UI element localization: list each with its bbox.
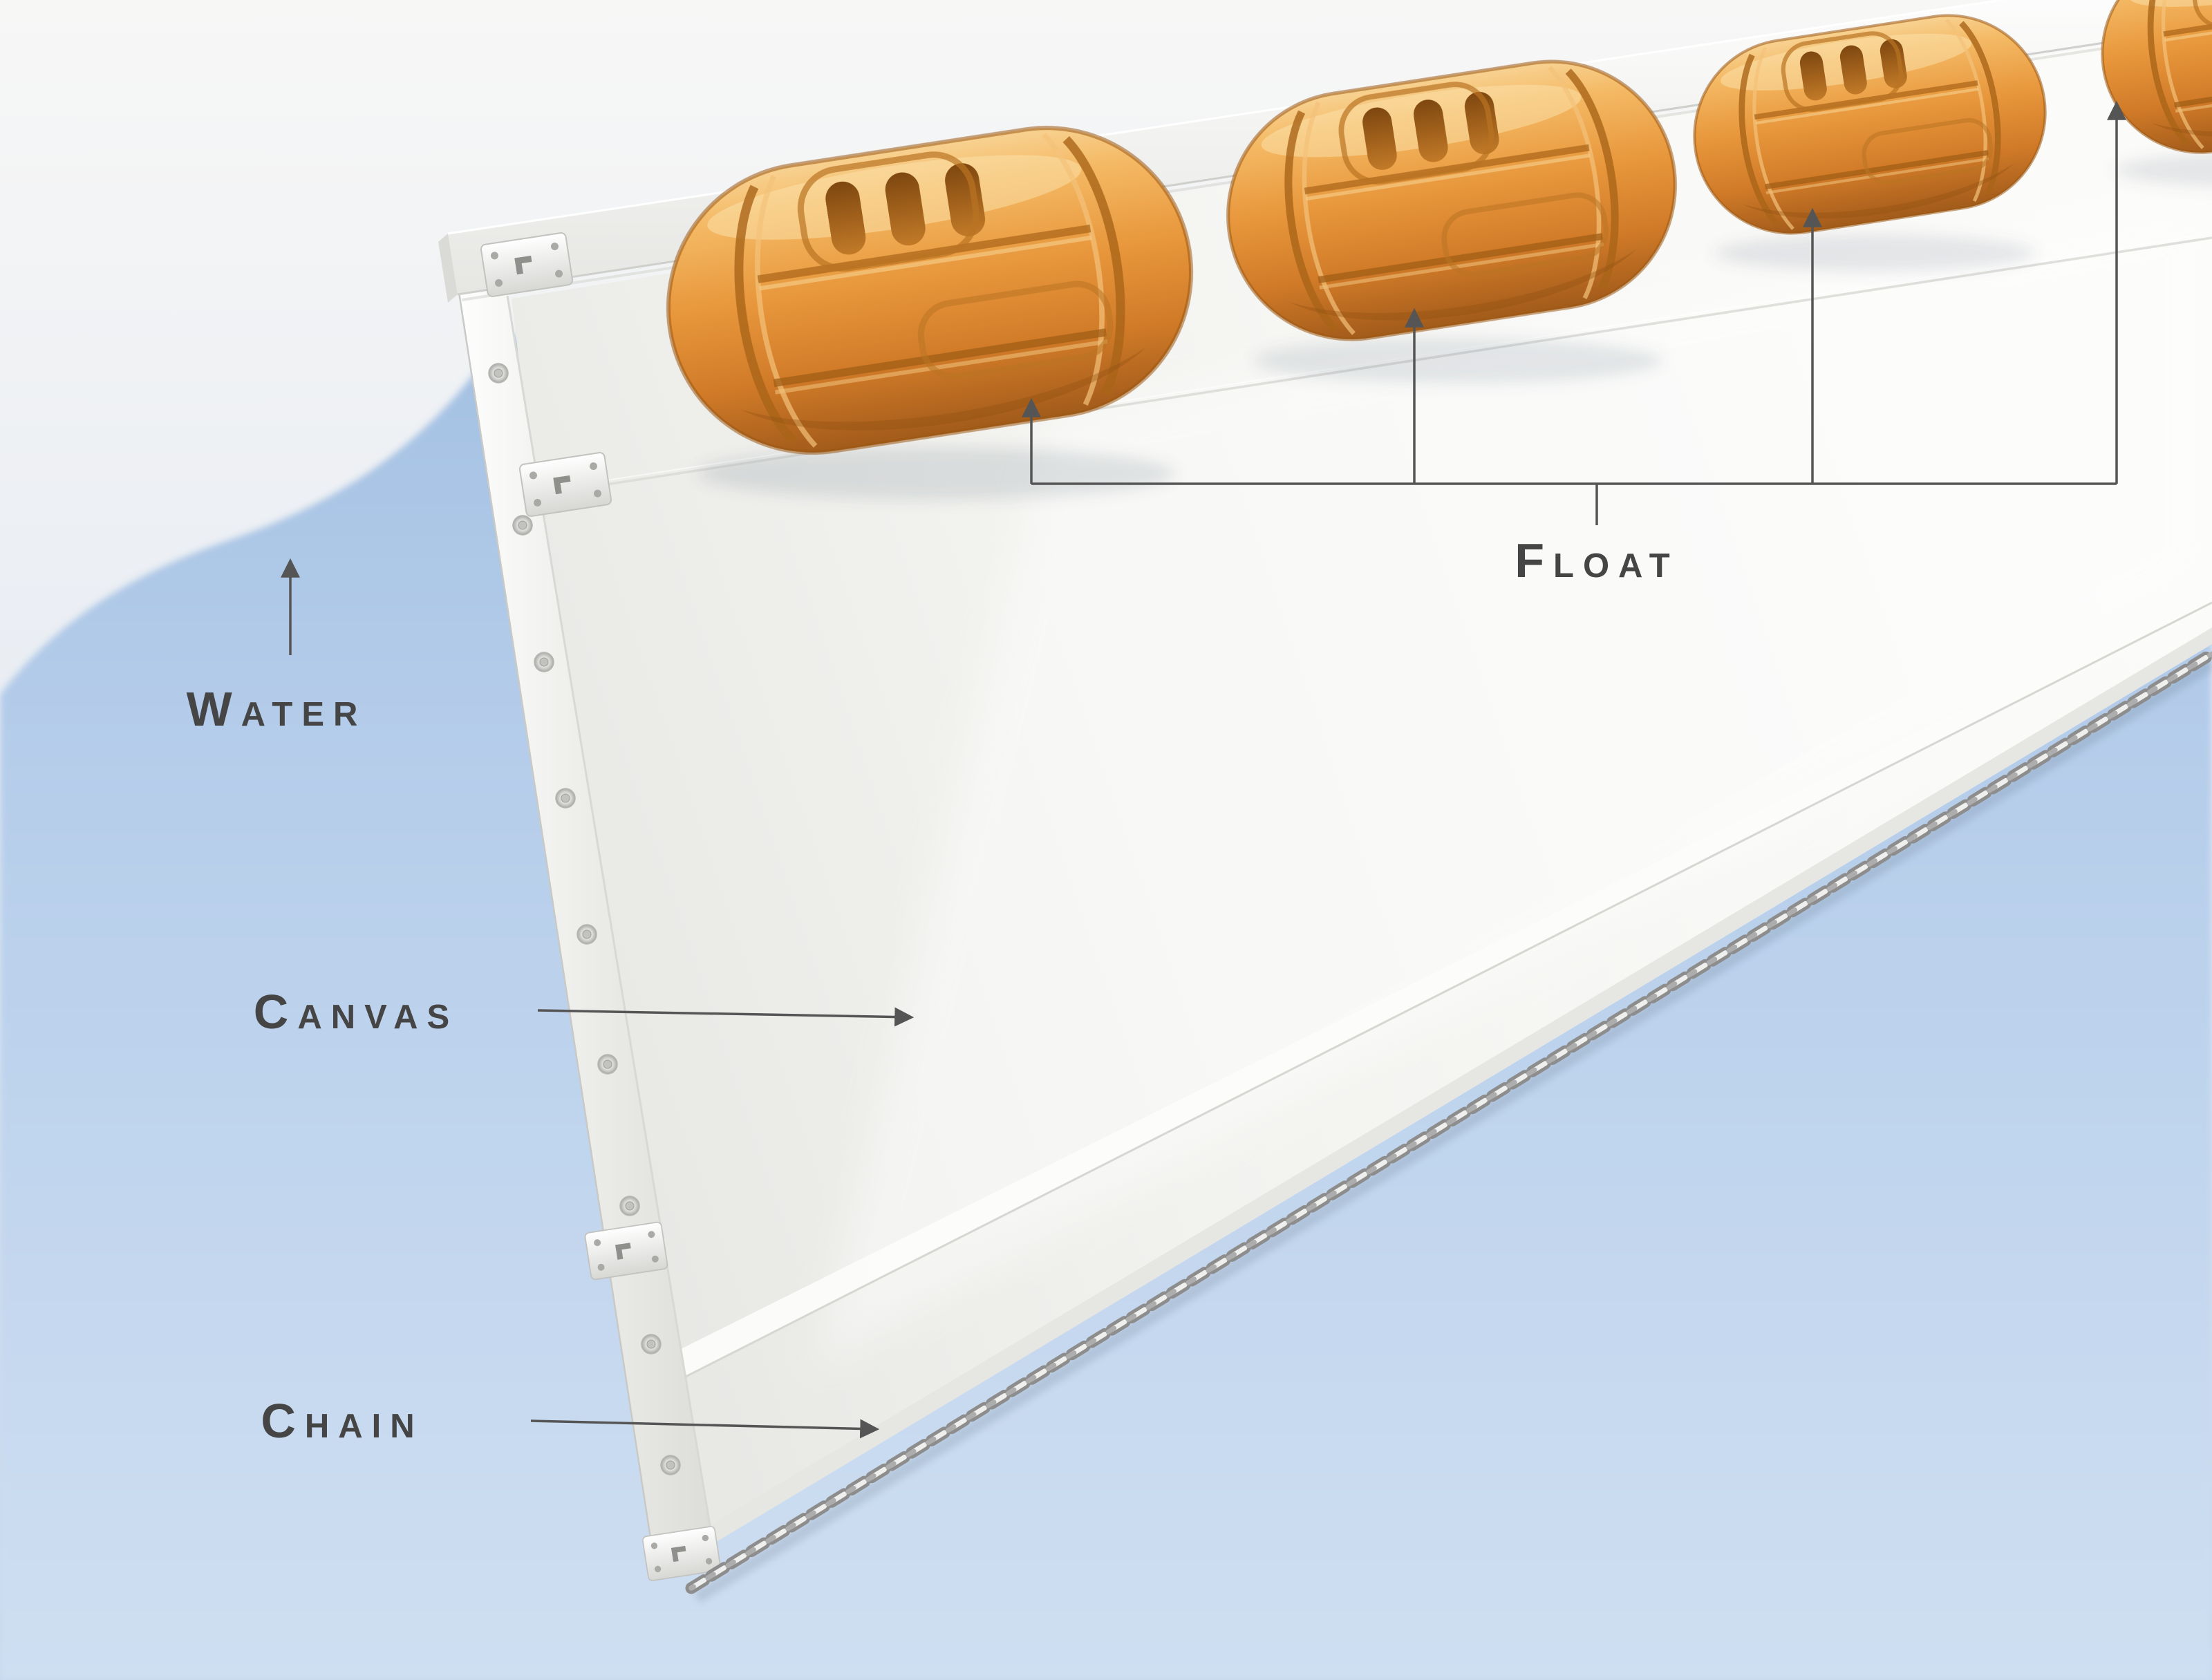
rivet xyxy=(512,515,533,536)
chain-arrow xyxy=(530,1419,880,1439)
rivet xyxy=(597,1054,618,1075)
canvas-highlight xyxy=(816,200,2212,1368)
chain-label: Chain xyxy=(261,1394,423,1448)
bottom-hem xyxy=(658,627,2212,1574)
rivet xyxy=(555,788,576,809)
chain-callout xyxy=(530,1419,880,1439)
ballast-seam xyxy=(681,585,2212,1378)
canvas-callout xyxy=(537,1007,915,1027)
callouts: Float Water Canvas Chain xyxy=(187,100,2126,1448)
chain-shadow xyxy=(693,658,2212,1603)
float-shadows xyxy=(698,153,2212,500)
chain-connectors xyxy=(688,651,2212,1591)
curtain-assembly xyxy=(438,0,2212,1603)
rivet xyxy=(660,1455,681,1475)
canvas-label: Canvas xyxy=(254,985,458,1039)
rivet xyxy=(641,1334,662,1355)
float-shadow xyxy=(2115,153,2212,187)
rivet xyxy=(534,652,554,672)
float-shadow xyxy=(1255,338,1662,384)
rivet xyxy=(619,1196,640,1216)
water-label: Water xyxy=(187,682,367,736)
canvas-arrow xyxy=(537,1007,915,1027)
chain xyxy=(685,648,2212,1603)
float-shadow xyxy=(698,447,1175,500)
rivet xyxy=(577,924,597,945)
float-label: Float xyxy=(1515,534,1678,587)
float-callout xyxy=(1022,100,2126,525)
rivet xyxy=(488,363,509,384)
float-shadow xyxy=(1715,234,2036,272)
